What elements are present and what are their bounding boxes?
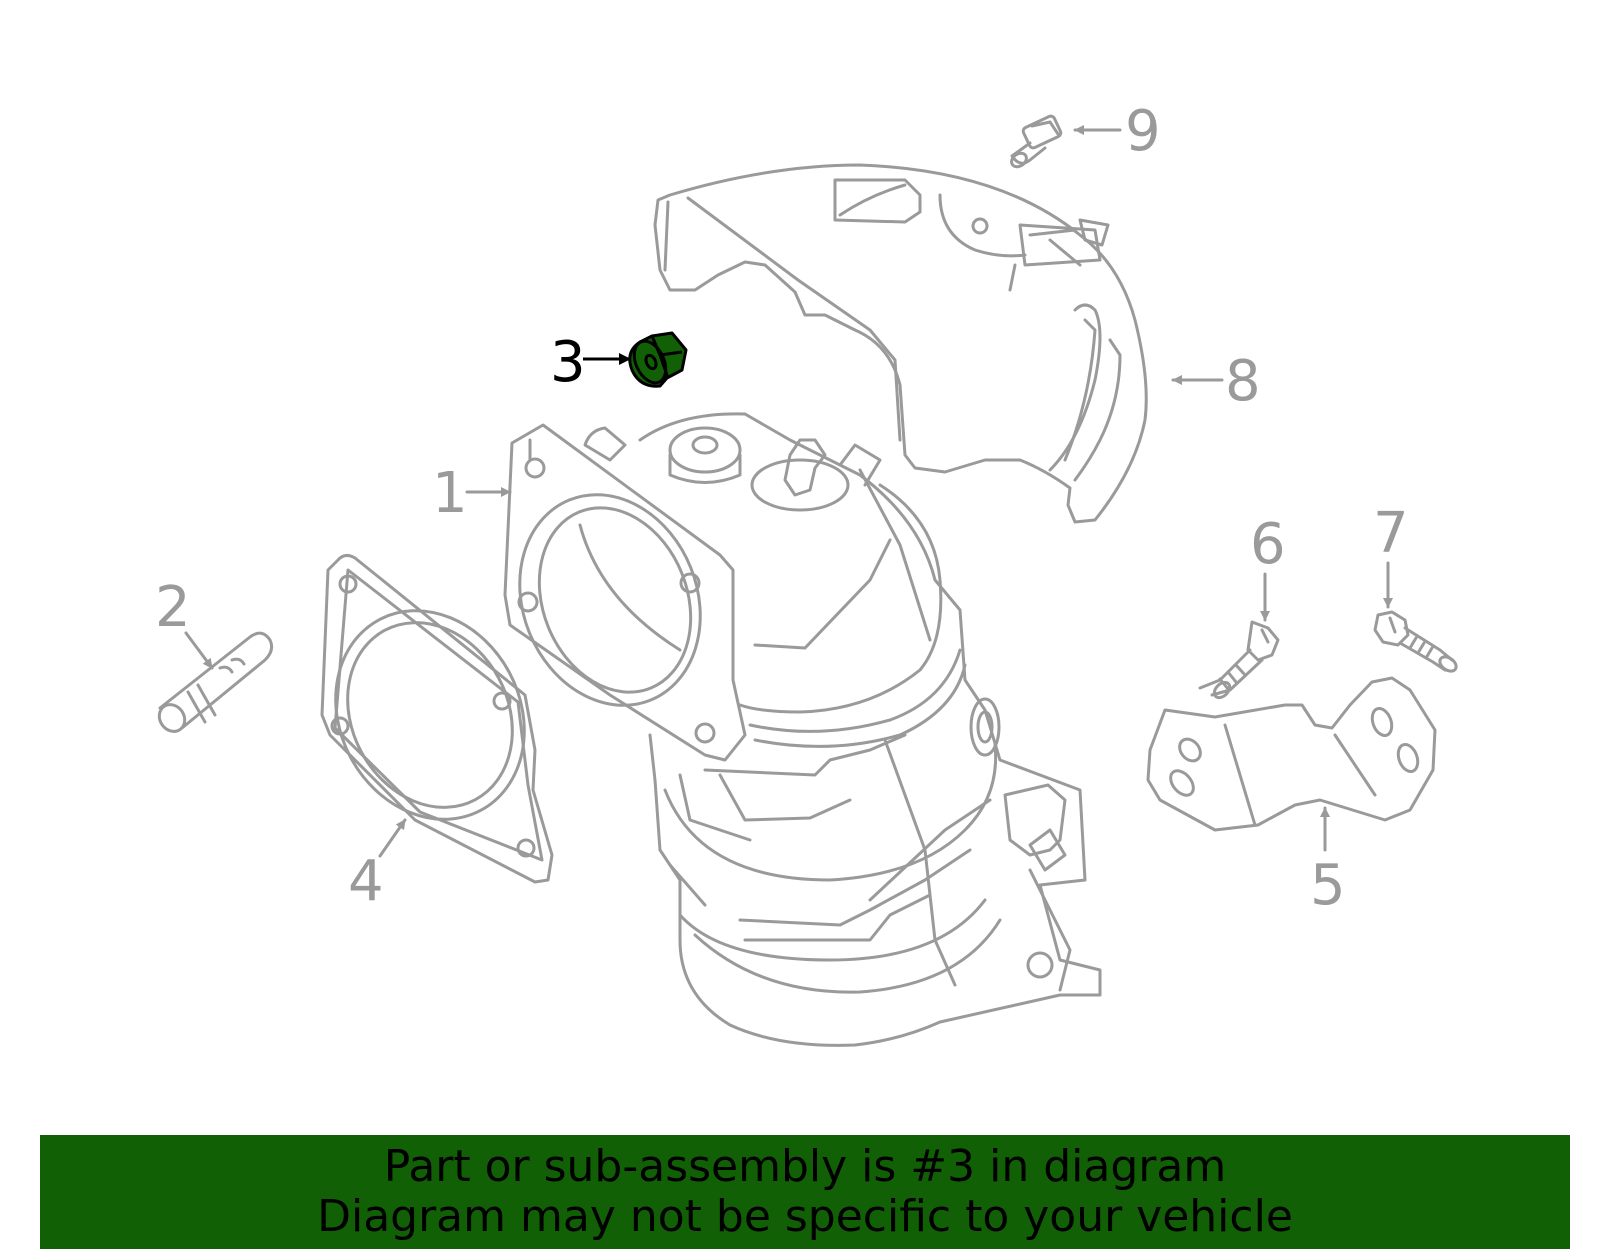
banner-line-2: Diagram may not be specific to your vehi…	[317, 1191, 1293, 1242]
bolt-part-6	[1198, 620, 1280, 700]
callout-5: 5	[1310, 853, 1346, 918]
catalytic-converter-part-1	[503, 412, 1102, 1047]
callout-8: 8	[1225, 349, 1261, 414]
leader-2	[184, 631, 214, 670]
callout-3: 3	[550, 330, 586, 395]
bolt-part-7	[1373, 610, 1458, 673]
callout-6: 6	[1250, 512, 1286, 577]
banner-line-1: Part or sub-assembly is #3 in diagram	[383, 1141, 1227, 1192]
info-banner: Part or sub-assembly is #3 in diagram Di…	[40, 1135, 1570, 1249]
bracket-part-5	[1146, 676, 1437, 832]
stud-part-2	[157, 631, 274, 733]
nut-part-3	[628, 331, 688, 388]
gasket-part-4	[320, 553, 554, 884]
callout-1: 1	[432, 461, 468, 526]
callout-9: 9	[1125, 99, 1161, 164]
heat-shield-part-8	[653, 163, 1148, 524]
callout-4: 4	[348, 849, 384, 914]
leader-4	[378, 818, 407, 858]
callout-7: 7	[1373, 501, 1409, 566]
bolt-part-9	[1010, 114, 1063, 169]
callout-2: 2	[155, 575, 191, 640]
